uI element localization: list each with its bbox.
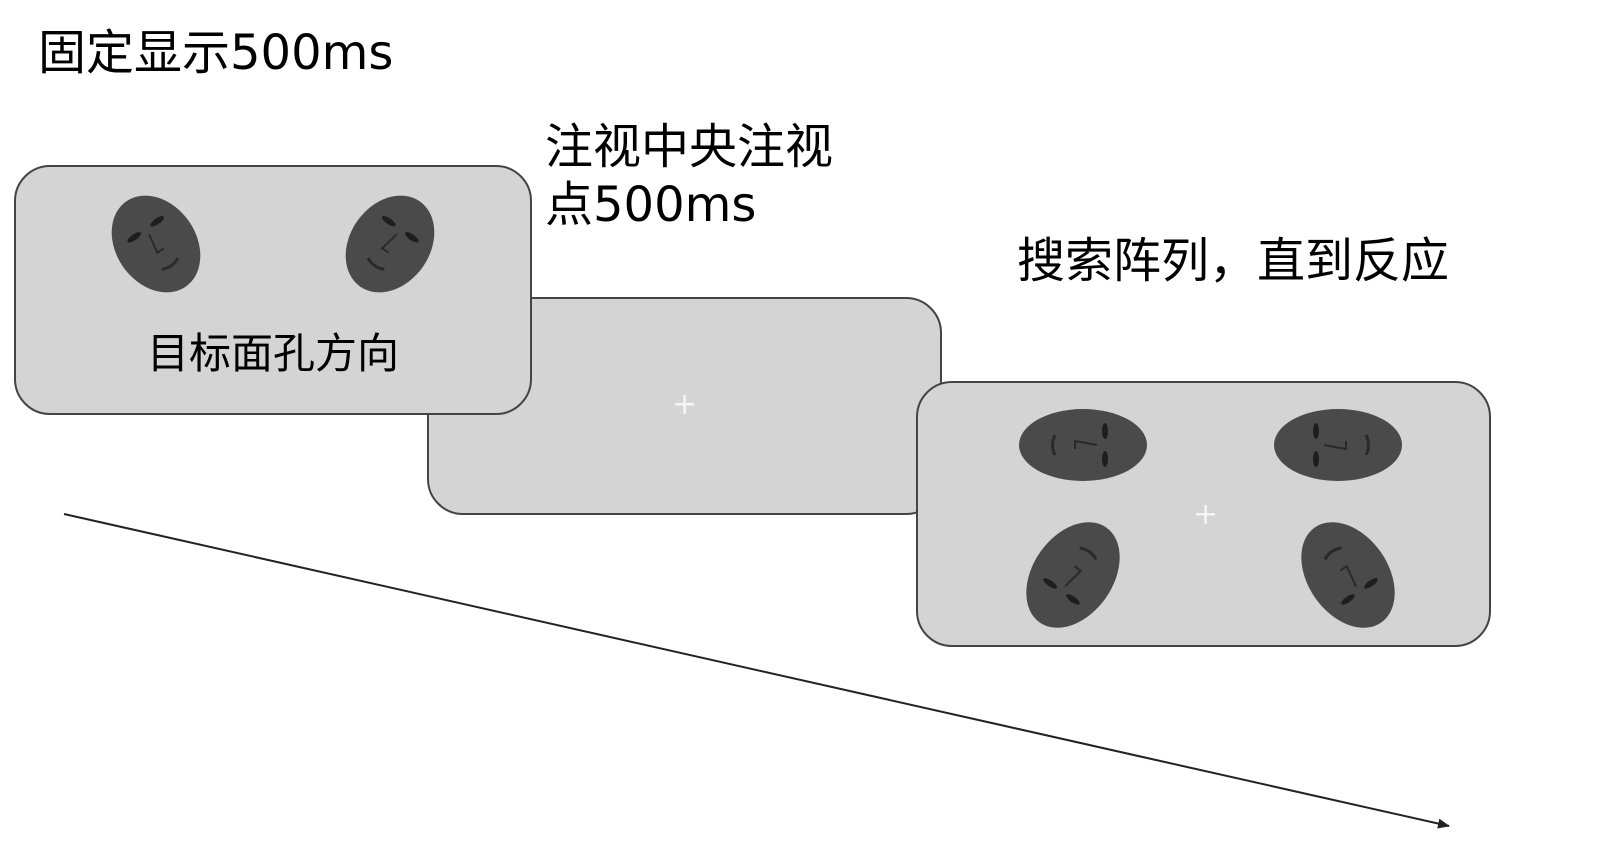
fixation-label: 固定显示500ms (38, 25, 394, 81)
search-array-label: 搜索阵列，直到反应 (1017, 233, 1450, 289)
search-face-bottom-right (1301, 522, 1395, 628)
search-face-top-right (1274, 409, 1402, 481)
center-fixation-label-line1: 注视中央注视 (545, 119, 834, 175)
search-array-screen: + (916, 381, 1491, 647)
search-face-top-left (1019, 409, 1147, 481)
center-fixation-label-line2: 点500ms (545, 177, 757, 233)
target-screen: 目标面孔方向 (14, 165, 532, 415)
center-fixation-label: 注视中央注视 点500ms (545, 118, 833, 234)
target-face-right (345, 195, 435, 293)
target-face-left (111, 195, 201, 293)
time-arrow-line (63, 513, 1450, 829)
search-fixation-cross: + (1193, 497, 1219, 532)
fixation-cross: + (672, 387, 698, 422)
target-caption: 目标面孔方向 (146, 329, 399, 378)
search-face-bottom-left (1026, 522, 1120, 628)
